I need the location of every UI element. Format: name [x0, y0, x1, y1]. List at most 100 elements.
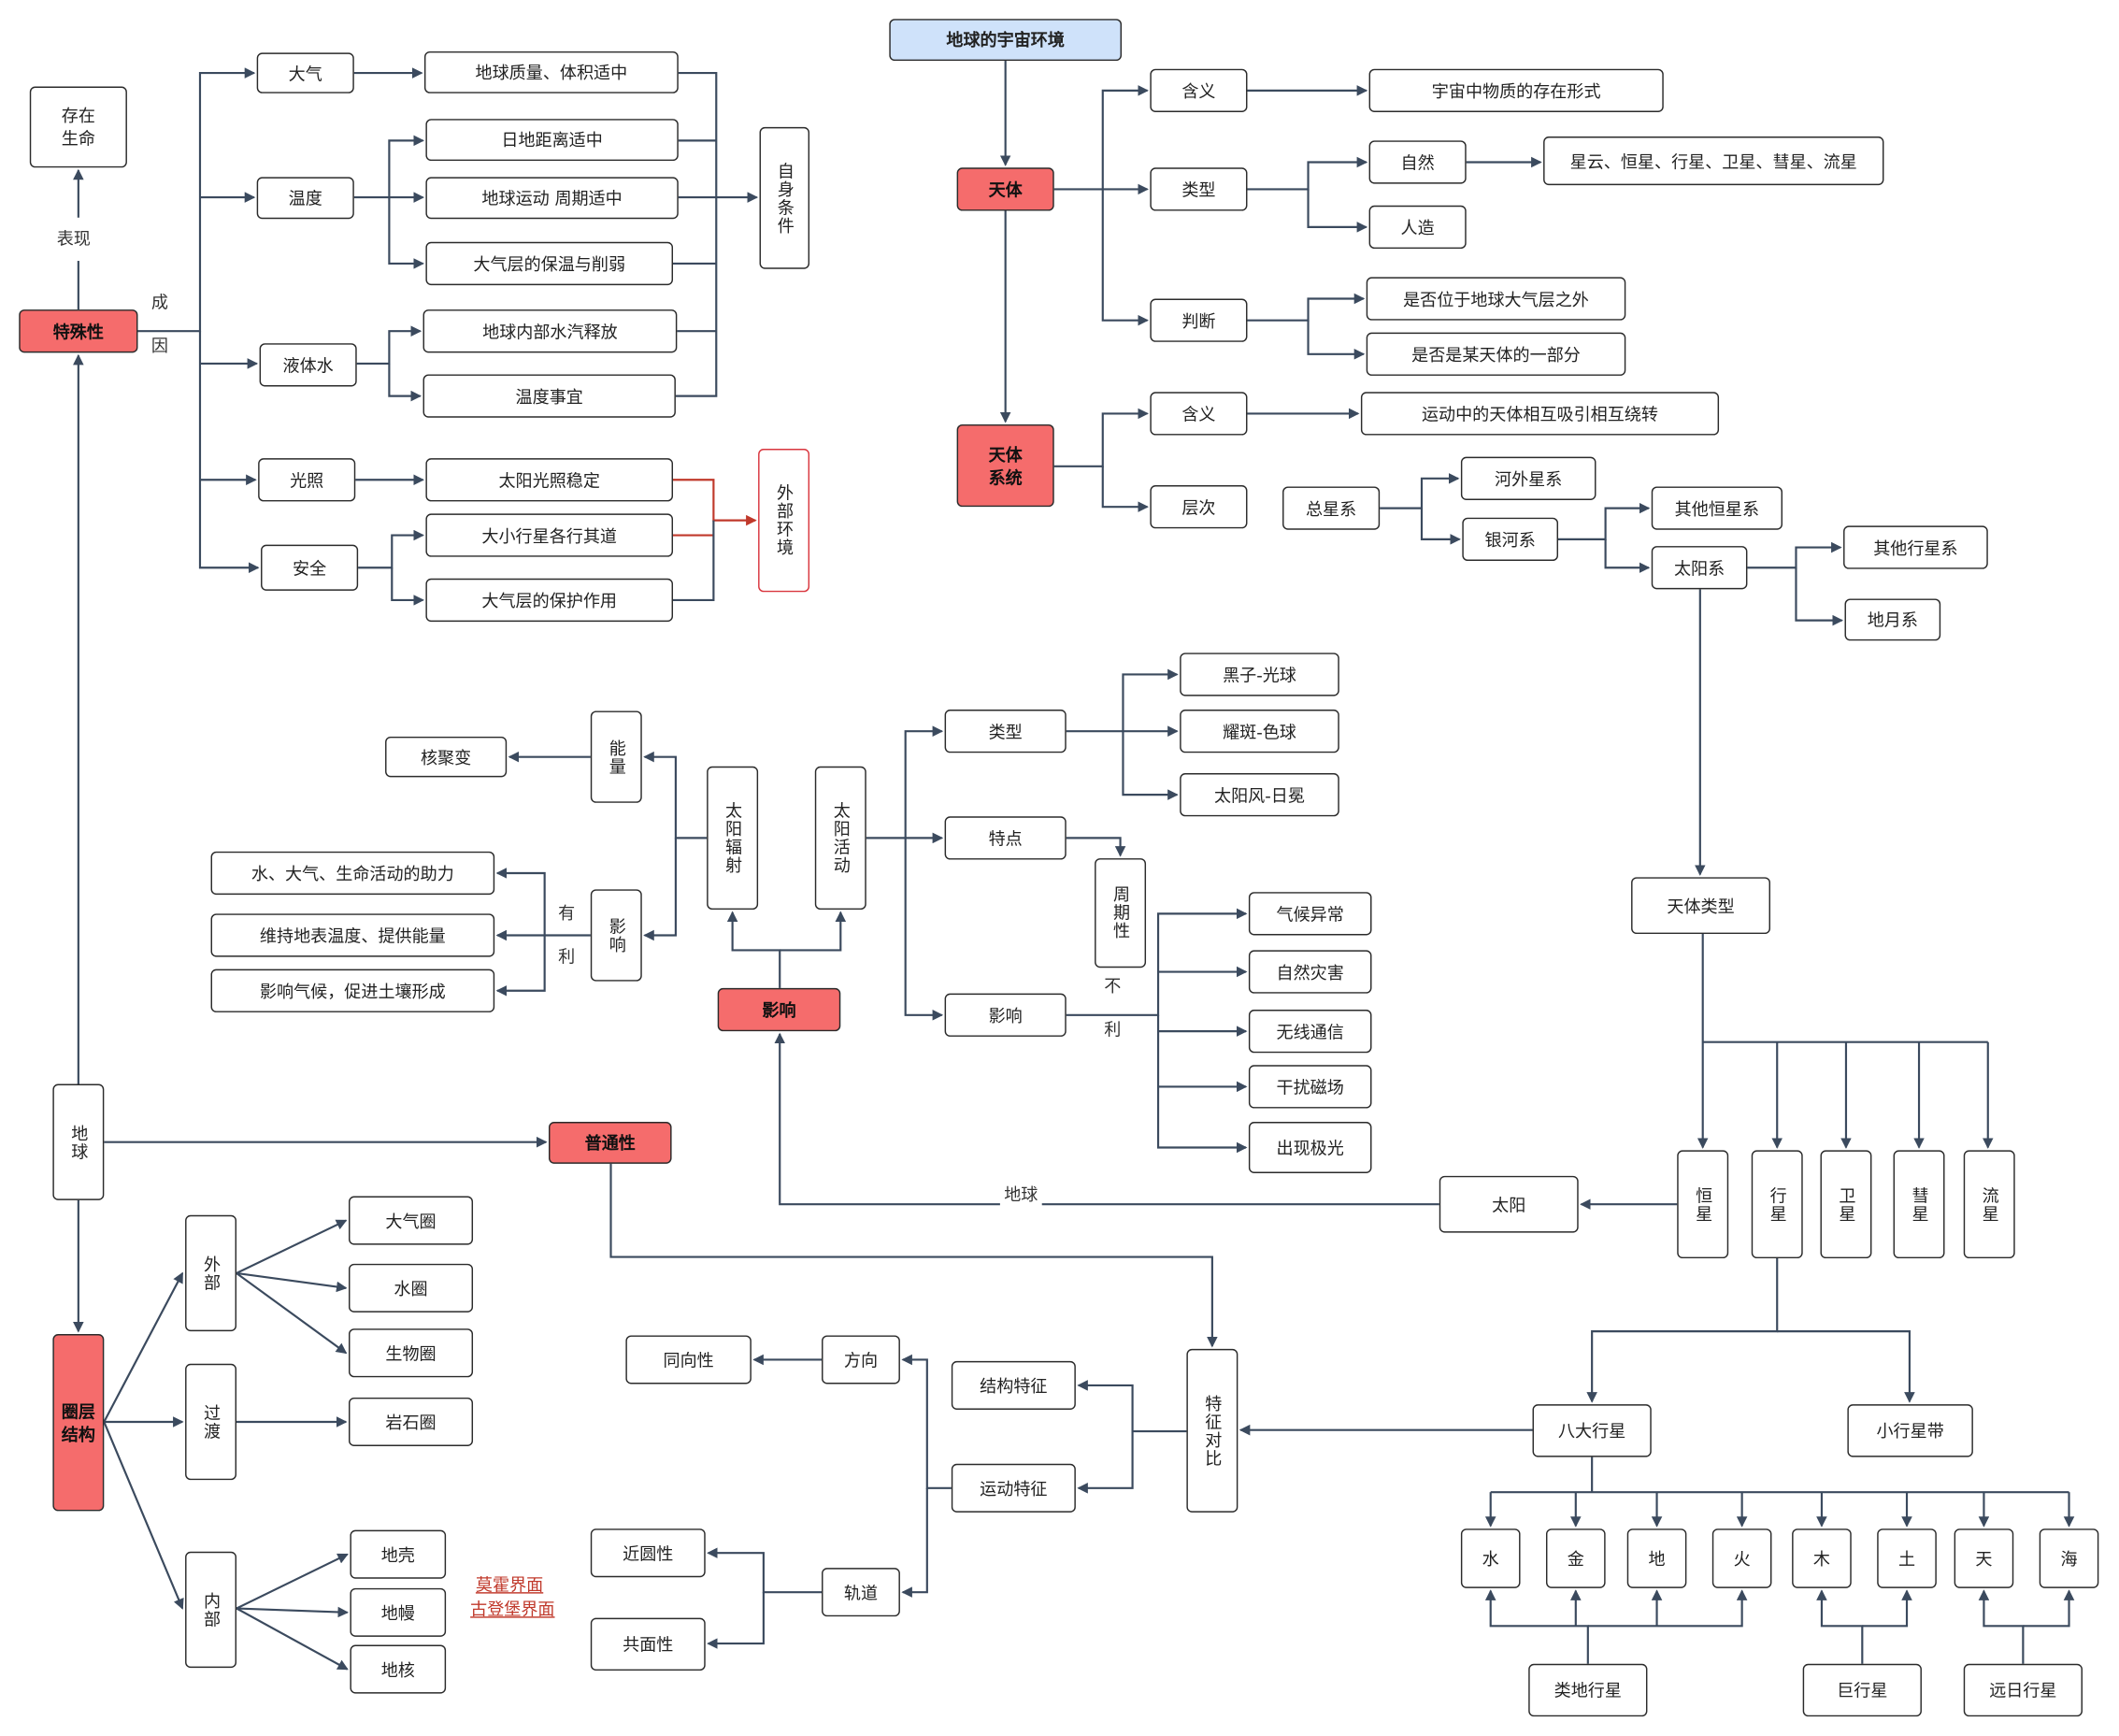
node-diyue[interactable]: 地月系	[1844, 598, 1941, 641]
node-tianti[interactable]: 天体	[956, 167, 1054, 211]
node-jgtz[interactable]: 结构特征	[951, 1360, 1076, 1410]
node-p-tian[interactable]: 天	[1954, 1528, 2014, 1588]
node-rdjl[interactable]: 日地距离适中	[425, 119, 679, 162]
node-jg[interactable]: 出现极光	[1248, 1122, 1372, 1173]
node-tt-leixing[interactable]: 类型	[1150, 167, 1248, 211]
node-tzdb[interactable]: 特征对比	[1186, 1348, 1238, 1513]
node-dqbh[interactable]: 大气层的保护作用	[425, 578, 674, 623]
node-pd2[interactable]: 是否是某天体的一部分	[1366, 332, 1626, 376]
node-fangxiang[interactable]: 方向	[822, 1335, 900, 1384]
node-gongmian[interactable]: 共面性	[590, 1617, 706, 1671]
node-weixing[interactable]: 卫星	[1820, 1150, 1872, 1259]
node-yetishui[interactable]: 液体水	[259, 343, 357, 387]
node-pd1[interactable]: 是否位于地球大气层之外	[1366, 277, 1626, 321]
node-yl2[interactable]: 维持地表温度、提供能量	[210, 913, 495, 957]
node-ttlx[interactable]: 天体类型	[1631, 877, 1770, 935]
node-jxx[interactable]: 巨行星	[1802, 1663, 1922, 1717]
node-ziran-v[interactable]: 星云、恒星、行星、卫星、彗星、流星	[1543, 136, 1884, 186]
node-xt-hanyi-v[interactable]: 运动中的天体相互吸引相互绕转	[1360, 392, 1720, 436]
node-wb[interactable]: 外部	[185, 1214, 237, 1332]
node-yinhe[interactable]: 银河系	[1462, 517, 1559, 562]
node-hd-yx[interactable]: 影响	[944, 993, 1067, 1037]
node-yrxx[interactable]: 远日行星	[1963, 1663, 2083, 1717]
node-tt-hanyi[interactable]: 含义	[1150, 68, 1248, 113]
node-huixing[interactable]: 彗星	[1893, 1150, 1945, 1259]
node-yingxiang-main[interactable]: 影响	[717, 987, 841, 1032]
node-xingxing[interactable]: 行星	[1751, 1150, 1803, 1259]
node-tt-hanyi-v[interactable]: 宇宙中物质的存在形式	[1368, 68, 1664, 113]
node-tongxiang[interactable]: 同向性	[625, 1335, 752, 1384]
node-guangzhao[interactable]: 光照	[258, 458, 356, 502]
node-anquan[interactable]: 安全	[261, 544, 359, 591]
node-cengci[interactable]: 层次	[1150, 485, 1248, 529]
node-putong[interactable]: 普通性	[548, 1122, 672, 1164]
node-ccjg[interactable]: 圈层 结构	[52, 1334, 105, 1512]
node-jinyuan[interactable]: 近圆性	[590, 1528, 706, 1578]
node-grcc[interactable]: 干扰磁场	[1248, 1065, 1372, 1109]
node-wdsy[interactable]: 温度事宜	[422, 374, 676, 418]
node-qh[interactable]: 气候异常	[1248, 892, 1372, 936]
node-p-huo[interactable]: 火	[1711, 1528, 1772, 1588]
node-ziran[interactable]: 自然	[1368, 140, 1467, 184]
node-gd[interactable]: 过渡	[185, 1363, 237, 1481]
node-panduan[interactable]: 判断	[1150, 298, 1248, 342]
node-hz[interactable]: 黑子-光球	[1180, 653, 1339, 696]
node-waibu-hj[interactable]: 外部环境	[758, 449, 810, 593]
node-ttxt[interactable]: 天体 系统	[956, 423, 1054, 508]
node-tygz[interactable]: 太阳光照稳定	[425, 458, 674, 502]
node-zishen[interactable]: 自身条件	[759, 126, 810, 269]
node-teshu[interactable]: 特殊性	[19, 309, 138, 353]
node-zhouqi[interactable]: 周期性	[1095, 858, 1147, 968]
node-p-jin[interactable]: 金	[1545, 1528, 1606, 1588]
node-guidao[interactable]: 轨道	[822, 1568, 900, 1617]
node-dm[interactable]: 地幔	[350, 1587, 447, 1637]
node-ydtz[interactable]: 运动特征	[951, 1463, 1076, 1513]
node-taiyang[interactable]: 太阳	[1439, 1175, 1579, 1233]
node-tyhd[interactable]: 太阳活动	[814, 766, 866, 911]
node-qthx[interactable]: 其他恒星系	[1651, 486, 1783, 530]
node-bdxx[interactable]: 八大行星	[1532, 1404, 1652, 1457]
node-zongxing[interactable]: 总星系	[1282, 486, 1381, 530]
node-ldxx[interactable]: 类地行星	[1528, 1663, 1648, 1717]
node-xt-hanyi[interactable]: 含义	[1150, 392, 1248, 436]
node-dqbw[interactable]: 大气层的保温与削弱	[425, 241, 674, 286]
node-zrzh[interactable]: 自然灾害	[1248, 950, 1372, 994]
node-p-di[interactable]: 地	[1626, 1528, 1687, 1588]
node-tyf[interactable]: 太阳风-日冕	[1180, 772, 1339, 817]
node-dqq[interactable]: 大气圈	[349, 1196, 474, 1245]
node-cunzai[interactable]: 存在 生命	[29, 86, 127, 168]
node-p-mu[interactable]: 木	[1792, 1528, 1852, 1588]
node-dqyd[interactable]: 地球运动 周期适中	[425, 177, 679, 220]
node-wendu[interactable]: 温度	[256, 177, 354, 220]
node-dk[interactable]: 地壳	[350, 1529, 447, 1579]
node-liuxing[interactable]: 流星	[1963, 1150, 2015, 1259]
node-p-shui[interactable]: 水	[1460, 1528, 1521, 1588]
node-tedian[interactable]: 特点	[944, 816, 1067, 860]
node-yx-youli[interactable]: 影响	[590, 889, 642, 982]
node-wxtx[interactable]: 无线通信	[1248, 1010, 1372, 1054]
node-nb[interactable]: 内部	[185, 1551, 237, 1669]
node-hejubian[interactable]: 核聚变	[385, 736, 508, 778]
node-taiyangxi[interactable]: 太阳系	[1651, 546, 1748, 590]
node-sqsf[interactable]: 地球内部水汽释放	[422, 309, 678, 353]
node-p-tu[interactable]: 土	[1877, 1528, 1937, 1588]
node-title[interactable]: 地球的宇宙环境	[889, 19, 1123, 62]
node-zhiliang[interactable]: 地球质量、体积适中	[423, 50, 679, 93]
node-hewai[interactable]: 河外星系	[1460, 456, 1596, 500]
node-nengliang[interactable]: 能量	[590, 710, 642, 803]
node-renzao[interactable]: 人造	[1368, 205, 1467, 250]
node-ysq[interactable]: 岩石圈	[349, 1397, 474, 1447]
node-yl1[interactable]: 水、大气、生命活动的助力	[210, 851, 495, 896]
node-daqi[interactable]: 大气	[256, 52, 354, 93]
node-qtxx[interactable]: 其他行星系	[1843, 525, 1988, 569]
node-dh[interactable]: 地核	[350, 1644, 447, 1694]
node-xxxd[interactable]: 小行星带	[1847, 1404, 1973, 1457]
node-yb[interactable]: 耀斑-色球	[1180, 710, 1339, 753]
node-dxxx[interactable]: 大小行星各行其道	[425, 513, 674, 557]
node-tyfs[interactable]: 太阳辐射	[707, 766, 759, 911]
node-diqiu[interactable]: 地球	[52, 1083, 105, 1200]
node-hengxing[interactable]: 恒星	[1677, 1150, 1729, 1259]
node-swq[interactable]: 生物圈	[349, 1328, 474, 1378]
node-yl3[interactable]: 影响气候，促进土壤形成	[210, 968, 495, 1012]
node-sq[interactable]: 水圈	[349, 1263, 474, 1313]
